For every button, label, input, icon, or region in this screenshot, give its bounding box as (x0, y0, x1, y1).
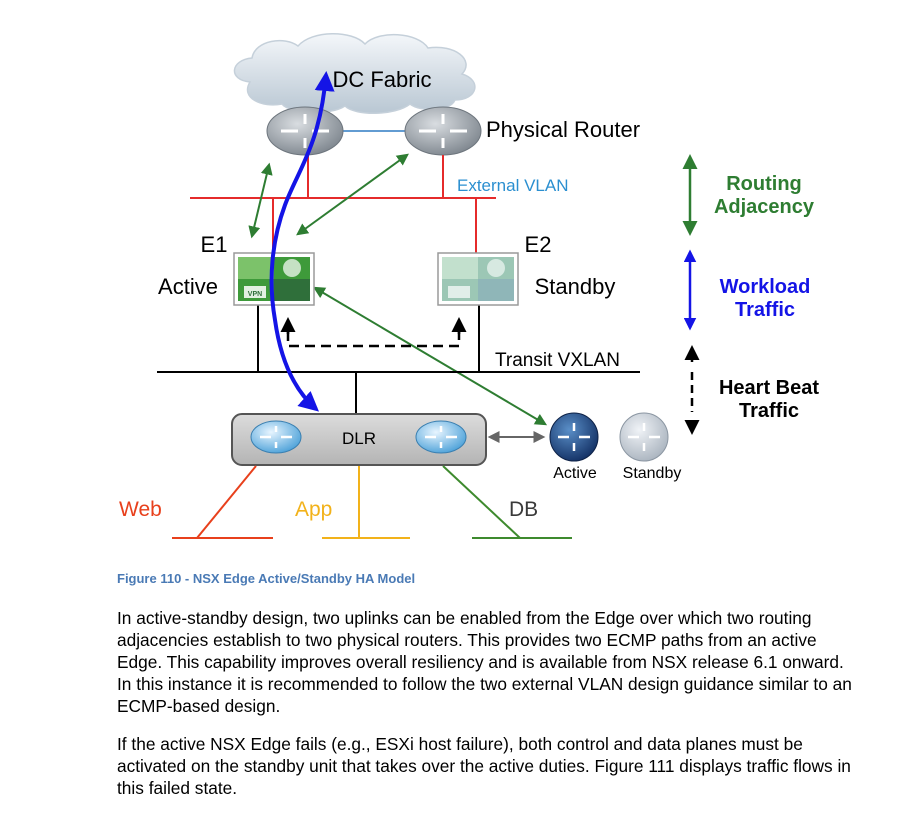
heartbeat-path (280, 317, 467, 348)
figure-caption: Figure 110 - NSX Edge Active/Standby HA … (117, 571, 416, 586)
edge-e2-state: Standby (535, 274, 616, 299)
physical-router-2 (404, 106, 482, 156)
legend-workload-line2: Traffic (735, 299, 795, 321)
web-network (172, 465, 273, 539)
dlr-box (231, 413, 487, 466)
web-label: Web (119, 498, 162, 521)
external-vlan-label: External VLAN (457, 176, 569, 195)
dlr-router-right (415, 420, 467, 454)
db-network (442, 465, 572, 539)
workload-traffic-path (269, 71, 335, 412)
physical-router-label: Physical Router (486, 117, 640, 142)
dlr-router-left (250, 420, 302, 454)
edge-e2-appliance (437, 252, 519, 306)
nsx-edge-ha-diagram: DC Fabric Physical Router External VLAN (119, 33, 819, 539)
legend-workload-line1: Workload (720, 276, 811, 298)
control-standby-label: Standby (623, 465, 682, 482)
control-active-label: Active (553, 465, 597, 482)
body-paragraph-2: If the active NSX Edge fails (e.g., ESXi… (117, 734, 851, 798)
transit-vxlan-network (157, 305, 640, 414)
vpn-label: VPN (248, 291, 262, 298)
db-label: DB (509, 498, 538, 521)
body-paragraph-1: In active-standby design, two uplinks ca… (117, 608, 852, 716)
dc-fabric-label: DC Fabric (332, 67, 431, 92)
edge-e1-state: Active (158, 274, 218, 299)
control-vm-active (549, 412, 599, 462)
edge-e2-name: E2 (525, 232, 552, 257)
legend-heartbeat-line1: Heart Beat (719, 377, 819, 399)
legend-routing-line2: Adjacency (714, 196, 815, 218)
router-arrows-icon (419, 114, 467, 148)
app-label: App (295, 498, 332, 521)
external-vlan-network (190, 155, 496, 253)
dlr-label: DLR (342, 429, 376, 448)
app-network (322, 466, 410, 539)
legend-routing-line1: Routing (726, 173, 802, 195)
physical-router-1 (266, 106, 344, 156)
edge-e1-name: E1 (201, 232, 228, 257)
legend-heartbeat-line2: Traffic (739, 400, 799, 422)
transit-vxlan-label: Transit VXLAN (495, 350, 620, 371)
control-vm-standby (619, 412, 669, 462)
